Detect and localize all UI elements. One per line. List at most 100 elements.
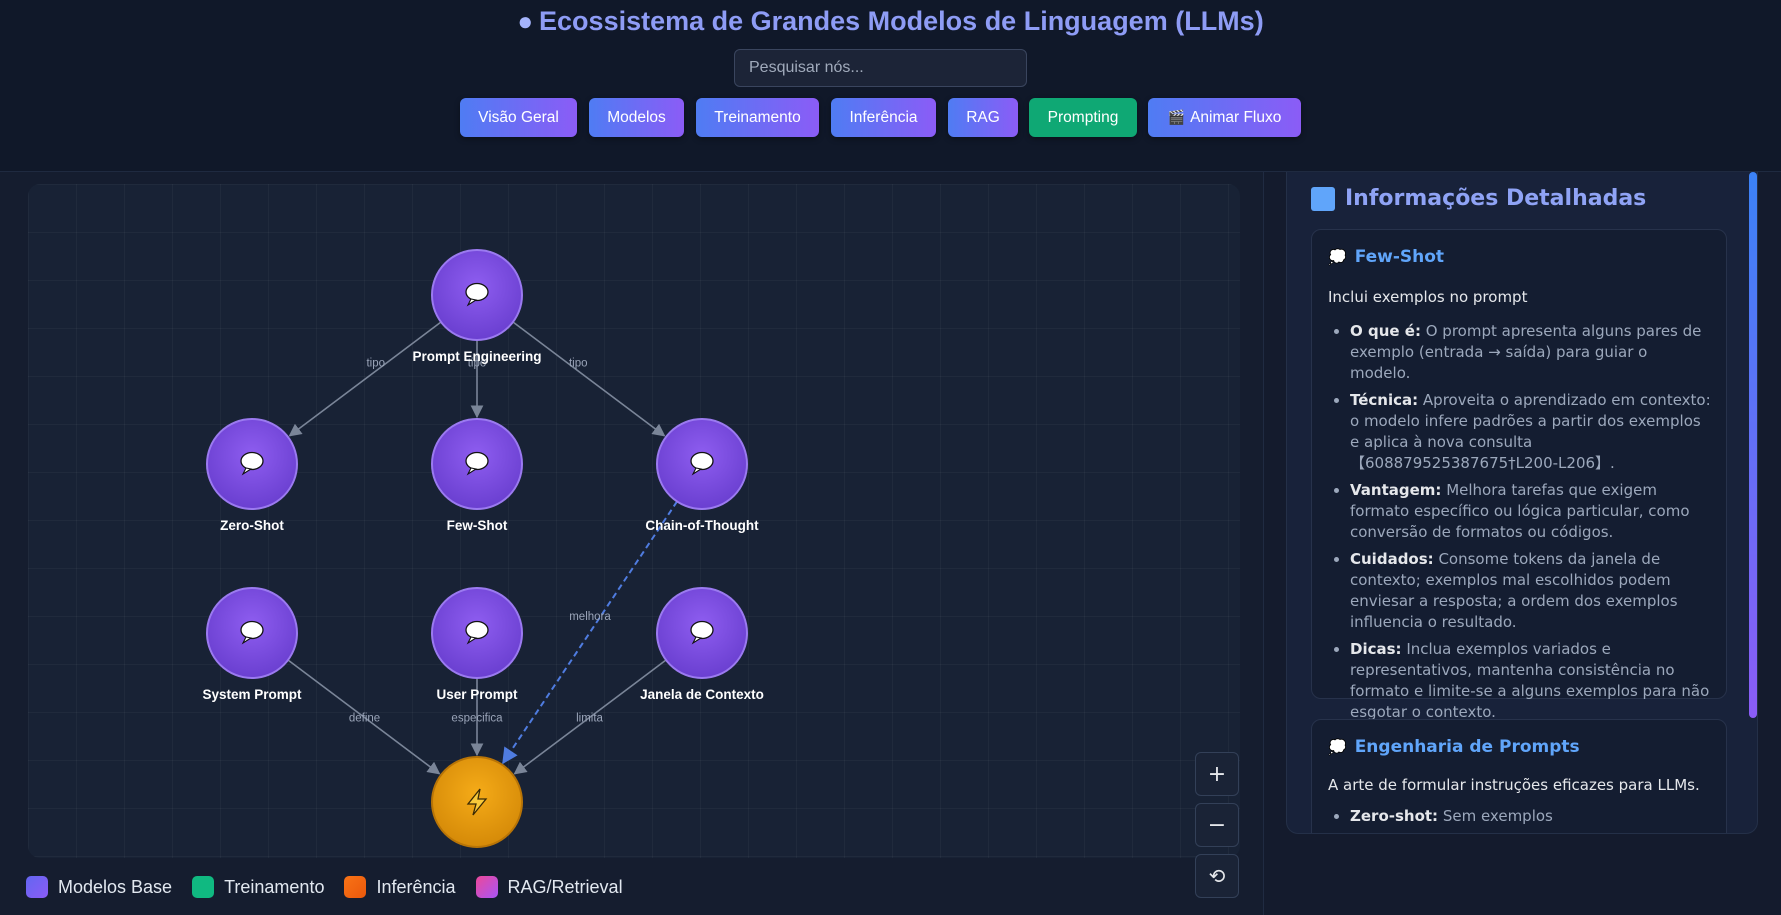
reset-icon: ⟲: [1208, 864, 1226, 888]
knowledge-graph[interactable]: tipo tipo tipo melhora define especifica limit…: [28, 184, 1240, 858]
info-panel-scrollbar[interactable]: [1749, 172, 1757, 718]
speech-bubble-icon: [240, 451, 264, 476]
legend-label: Modelos Base: [58, 876, 173, 897]
item-text: Melhora tarefas que exigem formato espec…: [1350, 481, 1690, 541]
info-square-icon: [1311, 186, 1335, 211]
node-label: User Prompt: [436, 687, 518, 702]
nav-modelos-button[interactable]: Modelos: [589, 98, 684, 137]
item-term: Cuidados:: [1350, 550, 1434, 568]
zoom-in-icon: +: [1207, 761, 1227, 787]
nav-rag-button[interactable]: RAG: [948, 98, 1018, 137]
lightning-icon: [466, 788, 488, 816]
item-term: O que é:: [1350, 322, 1421, 340]
speech-bubble-icon: 💭: [1328, 248, 1347, 266]
graph-edges: tipo tipo tipo melhora define especifica limit…: [287, 321, 678, 775]
legend-item-treinamento: Treinamento: [192, 876, 324, 898]
info-heading-text: Informações Detalhadas: [1345, 186, 1647, 211]
speech-bubble-icon: [465, 620, 489, 645]
clapperboard-icon: 🎬: [1167, 109, 1186, 125]
graph-edge-prompt-engineering-chain-of-thought: [512, 321, 666, 437]
card-title-text: Few-Shot: [1354, 247, 1445, 267]
card-details-list: O que é: O prompt apresenta alguns pares…: [1350, 321, 1712, 729]
legend-label: RAG/Retrieval: [507, 876, 623, 897]
zoom-in-button[interactable]: +: [1195, 752, 1239, 796]
graph-node-janela-de-contexto[interactable]: Janela de Contexto: [640, 587, 764, 702]
edge-label: tipo: [366, 358, 385, 370]
nav-treinamento-label: Treinamento: [714, 108, 801, 126]
speech-bubble-icon: [690, 620, 714, 645]
search-input[interactable]: [734, 49, 1027, 87]
edge-label: define: [349, 713, 380, 725]
info-card-few-shot: 💭 Few-Shot Inclui exemplos no prompt O q…: [1311, 229, 1727, 721]
node-label: Janela de Contexto: [640, 687, 764, 702]
brain-icon: ●: [517, 6, 534, 36]
graph-edge-chain-of-thought-inference-output: [502, 500, 678, 765]
list-item: O que é: O prompt apresenta alguns pares…: [1350, 321, 1712, 384]
legend-swatch: [192, 876, 215, 898]
node-label: Few-Shot: [447, 518, 508, 533]
legend-item-rag: RAG/Retrieval: [475, 876, 623, 898]
animate-flow-label: Animar Fluxo: [1190, 108, 1282, 126]
graph-node-inference-output[interactable]: [431, 756, 523, 848]
list-item: Zero-shot: Sem exemplos: [1350, 806, 1712, 827]
graph-node-chain-of-thought[interactable]: Chain-of-Thought: [645, 418, 759, 533]
card-subtitle: Inclui exemplos no prompt: [1328, 288, 1528, 306]
card-subtitle: A arte de formular instruções eficazes p…: [1328, 776, 1700, 794]
node-label: System Prompt: [202, 687, 302, 702]
legend-swatch: [344, 876, 367, 898]
graph-node-zero-shot[interactable]: Zero-Shot: [206, 418, 298, 533]
item-text: Aproveita o aprendizado em contexto: o m…: [1350, 391, 1711, 472]
info-card-engenharia-prompts: 💭 Engenharia de Prompts A arte de formul…: [1311, 719, 1727, 833]
graph-legend: Modelos Base Treinamento Inferência RAG/…: [26, 874, 643, 900]
nav-modelos-label: Modelos: [607, 108, 666, 126]
item-text: Inclua exemplos variados e representativ…: [1350, 640, 1710, 721]
nav-visao-geral-button[interactable]: Visão Geral: [460, 98, 577, 137]
graph-edge-prompt-engineering-zero-shot: [288, 321, 442, 437]
item-text: O prompt apresenta alguns pares de exemp…: [1350, 322, 1702, 382]
edge-label: melhora: [569, 611, 611, 623]
edge-label: especifica: [451, 713, 503, 725]
edge-label: tipo: [569, 358, 588, 370]
legend-item-modelos-base: Modelos Base: [26, 876, 172, 898]
nav-bar: Visão Geral Modelos Treinamento Inferênc…: [0, 98, 1781, 138]
nav-prompting-button[interactable]: Prompting: [1029, 98, 1137, 137]
list-item: Cuidados: Consome tokens da janela de co…: [1350, 549, 1712, 633]
nav-rag-label: RAG: [966, 108, 1000, 126]
node-label: Chain-of-Thought: [645, 518, 759, 533]
legend-swatch: [475, 876, 498, 898]
zoom-out-button[interactable]: −: [1195, 803, 1239, 847]
app-header: ●Ecossistema de Grandes Modelos de Lingu…: [0, 0, 1781, 172]
graph-node-system-prompt[interactable]: System Prompt: [202, 587, 302, 702]
legend-swatch: [26, 876, 48, 898]
card-title: 💭 Few-Shot: [1328, 247, 1444, 267]
animate-flow-button[interactable]: 🎬Animar Fluxo: [1148, 98, 1301, 137]
edge-label: limita: [576, 713, 603, 725]
nav-inferencia-button[interactable]: Inferência: [831, 98, 936, 137]
info-panel[interactable]: Informações Detalhadas 💭 Few-Shot Inclui…: [1286, 172, 1758, 834]
item-term: Zero-shot:: [1350, 807, 1439, 825]
graph-edge-janela-de-contexto-inference-output: [513, 659, 667, 775]
graph-node-user-prompt[interactable]: User Prompt: [431, 587, 523, 702]
speech-bubble-icon: [690, 451, 714, 476]
speech-bubble-icon: 💭: [1328, 738, 1347, 756]
card-title: 💭 Engenharia de Prompts: [1328, 737, 1580, 757]
nav-treinamento-button[interactable]: Treinamento: [696, 98, 819, 137]
item-term: Dicas:: [1350, 640, 1402, 658]
speech-bubble-icon: [465, 451, 489, 476]
item-term: Técnica:: [1350, 391, 1419, 409]
page-title: ●Ecossistema de Grandes Modelos de Lingu…: [0, 6, 1781, 37]
card-title-text: Engenharia de Prompts: [1354, 737, 1580, 757]
graph-node-prompt-engineering[interactable]: Prompt Engineering: [412, 249, 542, 364]
graph-node-few-shot[interactable]: Few-Shot: [431, 418, 523, 533]
info-heading: Informações Detalhadas: [1311, 186, 1646, 211]
edge-label: tipo: [468, 358, 487, 370]
list-item: Técnica: Aproveita o aprendizado em cont…: [1350, 390, 1712, 474]
item-text: Consome tokens da janela de contexto; ex…: [1350, 550, 1678, 631]
nav-prompting-label: Prompting: [1047, 108, 1119, 126]
speech-bubble-icon: [465, 282, 489, 307]
nav-inferencia-label: Inferência: [849, 108, 918, 126]
list-item: Vantagem: Melhora tarefas que exigem for…: [1350, 480, 1712, 543]
zoom-out-icon: −: [1207, 812, 1227, 838]
reset-view-button[interactable]: ⟲: [1195, 854, 1239, 898]
